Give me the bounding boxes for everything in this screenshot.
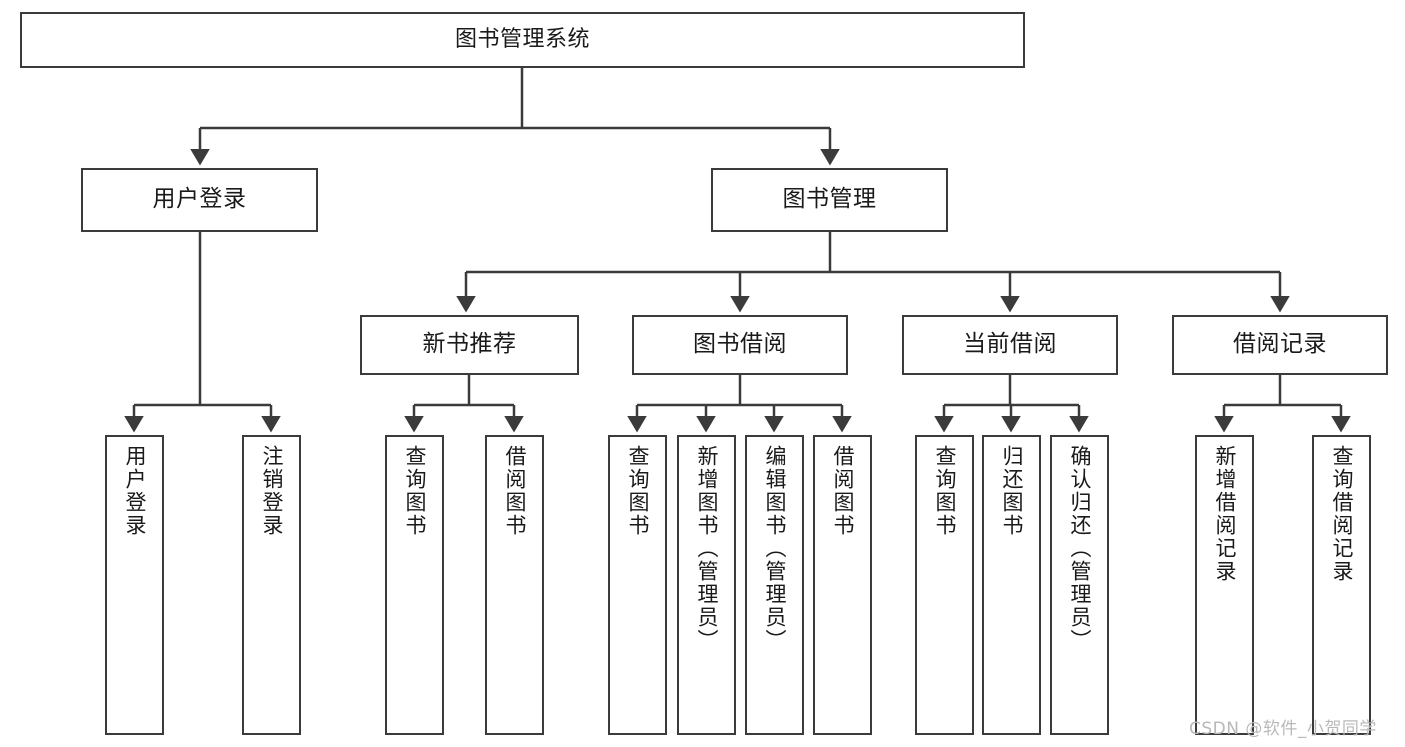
leaf-book-borrow-add-label: 新增图书（管理员）	[695, 445, 719, 652]
leaf-new-book-borrow[interactable]: 借阅图书	[485, 435, 544, 735]
leaf-book-borrow-borrow[interactable]: 借阅图书	[813, 435, 872, 735]
node-book-management-label: 图书管理	[782, 186, 877, 213]
watermark-text: CSDN @软件_小贺同学	[1189, 719, 1377, 739]
node-borrow-record[interactable]: 借阅记录	[1172, 315, 1388, 375]
leaf-book-borrow-edit[interactable]: 编辑图书（管理员）	[745, 435, 804, 735]
leaf-borrow-record-add-label: 新增借阅记录	[1213, 445, 1237, 583]
node-book-borrow[interactable]: 图书借阅	[632, 315, 848, 375]
leaf-book-borrow-query-label: 查询图书	[626, 445, 650, 537]
node-current-borrow[interactable]: 当前借阅	[902, 315, 1118, 375]
leaf-book-borrow-borrow-label: 借阅图书	[831, 445, 855, 537]
leaf-user-login-login[interactable]: 用户登录	[105, 435, 164, 735]
leaf-current-borrow-query[interactable]: 查询图书	[915, 435, 974, 735]
node-user-login-label: 用户登录	[152, 186, 247, 213]
leaf-current-borrow-query-label: 查询图书	[933, 445, 957, 537]
leaf-current-borrow-return[interactable]: 归还图书	[982, 435, 1041, 735]
node-book-borrow-label: 图书借阅	[693, 331, 787, 358]
leaf-new-book-query-label: 查询图书	[403, 445, 427, 537]
leaf-borrow-record-add[interactable]: 新增借阅记录	[1195, 435, 1254, 735]
leaf-user-login-login-label: 用户登录	[123, 445, 147, 537]
leaf-user-login-logout[interactable]: 注销登录	[242, 435, 301, 735]
leaf-user-login-logout-label: 注销登录	[260, 445, 284, 537]
leaf-book-borrow-add[interactable]: 新增图书（管理员）	[677, 435, 736, 735]
leaf-book-borrow-query[interactable]: 查询图书	[608, 435, 667, 735]
leaf-new-book-query[interactable]: 查询图书	[385, 435, 444, 735]
node-root-label: 图书管理系统	[454, 26, 590, 52]
node-book-management[interactable]: 图书管理	[711, 168, 948, 232]
leaf-book-borrow-edit-label: 编辑图书（管理员）	[763, 445, 787, 652]
node-root[interactable]: 图书管理系统	[20, 12, 1025, 68]
node-current-borrow-label: 当前借阅	[963, 331, 1057, 358]
leaf-current-borrow-confirm-label: 确认归还（管理员）	[1068, 445, 1092, 652]
leaf-borrow-record-query-label: 查询借阅记录	[1330, 445, 1354, 583]
node-borrow-record-label: 借阅记录	[1233, 331, 1327, 358]
node-user-login[interactable]: 用户登录	[81, 168, 318, 232]
node-new-book-recommend-label: 新书推荐	[422, 331, 517, 358]
node-new-book-recommend[interactable]: 新书推荐	[360, 315, 579, 375]
leaf-new-book-borrow-label: 借阅图书	[503, 445, 527, 537]
leaf-borrow-record-query[interactable]: 查询借阅记录	[1312, 435, 1371, 735]
leaf-current-borrow-return-label: 归还图书	[1000, 445, 1024, 537]
leaf-current-borrow-confirm[interactable]: 确认归还（管理员）	[1050, 435, 1109, 735]
